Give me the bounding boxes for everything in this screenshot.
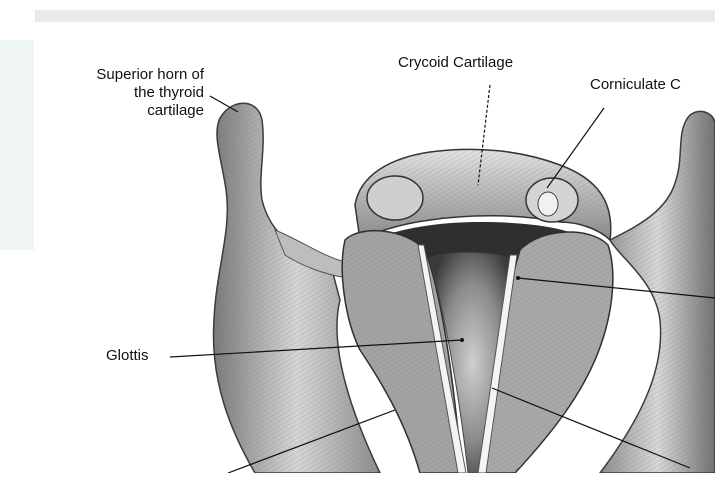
label-crycoid-cartilage: Crycoid Cartilage [398, 54, 513, 72]
label-superior-horn-line2: the thyroid [40, 84, 204, 102]
left-tint [0, 40, 34, 250]
top-band [35, 10, 715, 22]
label-superior-horn-line1: Superior horn of [40, 66, 204, 84]
left-arytenoid [367, 176, 423, 220]
label-superior-horn: Superior horn of the thyroid cartilage [40, 66, 204, 120]
leader-superior-horn [210, 96, 238, 112]
label-superior-horn-line3: cartilage [40, 102, 204, 120]
label-glottis: Glottis [106, 347, 149, 365]
label-corniculate: Corniculate C [590, 76, 681, 94]
